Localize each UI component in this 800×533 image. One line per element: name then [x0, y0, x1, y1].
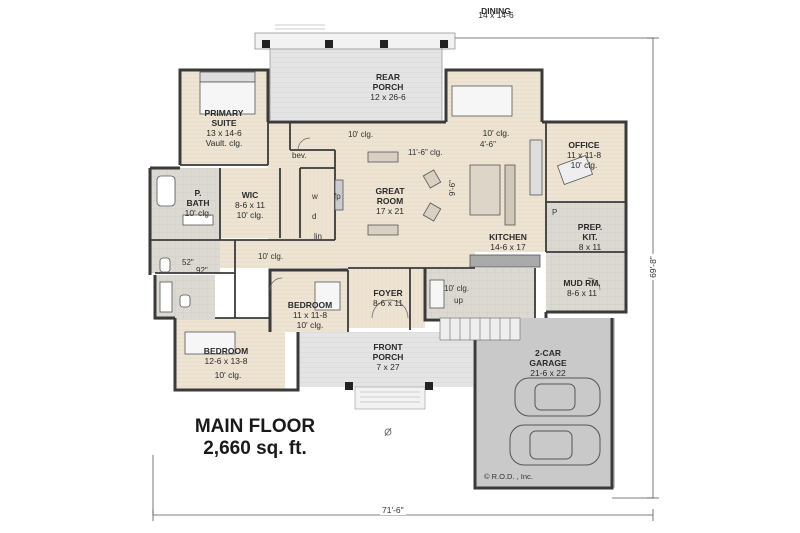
label-fp: fp	[334, 192, 341, 201]
room-name: PORCH	[372, 82, 404, 92]
room-name: PRIMARY	[204, 108, 244, 118]
room-ceiling: 10' clg.	[570, 160, 598, 170]
room-name: 2-CAR	[535, 348, 561, 358]
room-mud-rm: MUD RM. 8-6 x 11	[563, 278, 600, 298]
room-name: DINING	[481, 6, 511, 16]
label-clg-foyer: 10' clg.	[444, 284, 470, 293]
label-clg-hall: 10' clg.	[258, 252, 284, 261]
room-size: 8-6 x 11	[234, 200, 266, 210]
room-primary-suite: PRIMARY SUITE 13 x 14-6 Vault. clg.	[205, 108, 244, 148]
floor-title: MAIN FLOOR 2,660 sq. ft.	[195, 416, 315, 460]
rear-porch	[254, 24, 456, 120]
garage-cars	[509, 377, 601, 466]
room-size: 11 x 11-8	[292, 310, 328, 320]
label-lin: lin	[314, 232, 323, 241]
room-size: 12 x 26-6	[370, 92, 406, 102]
room-name: P.	[194, 188, 202, 198]
room-name: ROOM	[376, 196, 404, 206]
label-dim-46: 4'-6"	[480, 140, 496, 149]
room-size: 8-6 x 11	[566, 288, 598, 298]
room-name: KIT.	[582, 232, 598, 242]
room-name: FOYER	[373, 288, 403, 298]
doors	[269, 137, 601, 319]
room-size: 17 x 21	[376, 206, 404, 216]
walls	[148, 68, 628, 490]
fixtures	[156, 71, 594, 355]
room-name: MUD RM.	[563, 278, 601, 288]
room-bedroom-2-ceiling: 10' clg.	[215, 370, 242, 380]
room-p-bath: P. BATH 10' clg.	[185, 188, 212, 218]
dimension-depth: 69'-8"	[647, 254, 658, 280]
room-ceiling: 10' clg.	[184, 208, 212, 218]
north-arrow-icon	[384, 427, 392, 437]
room-garage: 2-CAR GARAGE 21-6 x 22	[529, 348, 566, 378]
room-name: OFFICE	[568, 140, 600, 150]
room-foyer: FOYER 8-6 x 11	[373, 288, 403, 308]
room-front-porch: FRONT PORCH 7 x 27	[373, 342, 404, 372]
room-size: 21-6 x 22	[530, 368, 566, 378]
room-ceiling: Vault. clg.	[205, 138, 243, 148]
room-name: PREP.	[577, 222, 603, 232]
room-ceiling: 10' clg.	[482, 128, 510, 138]
room-name: GREAT	[375, 186, 405, 196]
room-great-room: GREAT ROOM 17 x 21	[375, 186, 404, 216]
room-size: 14 x 14-6	[478, 10, 514, 20]
floor-area: 2,660 sq. ft.	[203, 438, 307, 459]
label-dim-52: 52"	[182, 258, 194, 267]
room-dining-details: 14 x 14-6 10' clg.	[478, 10, 513, 138]
room-ceiling: 10' clg.	[296, 320, 324, 330]
room-dining: DINING	[481, 6, 511, 16]
label-dim-96: 9'-6"	[448, 180, 457, 196]
room-size: 8-6 x 11	[372, 298, 404, 308]
room-name: WIC	[241, 190, 259, 200]
room-name: FRONT	[373, 342, 403, 352]
label-dim-92: 92"	[196, 266, 208, 275]
label-w: w	[312, 192, 318, 201]
label-up: up	[454, 296, 463, 305]
room-size: 11 x 11-8	[566, 150, 602, 160]
stairs	[439, 317, 521, 341]
interior-walls	[150, 122, 626, 332]
room-name: BATH	[186, 198, 210, 208]
room-office: OFFICE 11 x 11-8 10' clg.	[567, 140, 601, 170]
label-p: P	[552, 208, 558, 217]
floor-name: MAIN FLOOR	[194, 416, 316, 437]
room-size: 14-6 x 17	[490, 242, 526, 252]
room-bedroom-1: BEDROOM 11 x 11-8 10' clg.	[288, 300, 332, 330]
dimension-width: 71'-6"	[380, 505, 406, 515]
room-name: GARAGE	[529, 358, 567, 368]
front-porch	[298, 332, 473, 410]
copyright-credit: © R.O.D. , Inc.	[484, 472, 533, 481]
room-kitchen: KITCHEN 14-6 x 17	[489, 232, 527, 252]
room-prep-kit: PREP. KIT. 8 x 11	[578, 222, 602, 252]
room-name: SUITE	[211, 118, 237, 128]
room-bedroom-2: BEDROOM 12-6 x 13-8	[204, 346, 248, 366]
label-bev: bev.	[292, 151, 307, 160]
label-clg-top: 10' clg.	[348, 130, 374, 139]
room-name: BEDROOM	[203, 346, 249, 356]
room-name: KITCHEN	[489, 232, 527, 242]
room-rear-porch: REAR PORCH 12 x 26-6	[370, 72, 405, 102]
room-name: BEDROOM	[287, 300, 333, 310]
room-wic: WIC 8-6 x 11 10' clg.	[235, 190, 265, 220]
room-size: 13 x 14-6	[206, 128, 242, 138]
room-size: 12-6 x 13-8	[204, 356, 248, 366]
room-name: PORCH	[372, 352, 404, 362]
room-ceiling: 10' clg.	[214, 370, 242, 380]
room-ceiling: 10' clg.	[236, 210, 264, 220]
label-clg-great: 11'-6" clg.	[408, 148, 443, 157]
room-size: 7 x 27	[376, 362, 400, 372]
label-d: d	[312, 212, 317, 221]
room-size: 8 x 11	[578, 242, 602, 252]
room-name: REAR	[375, 72, 401, 82]
